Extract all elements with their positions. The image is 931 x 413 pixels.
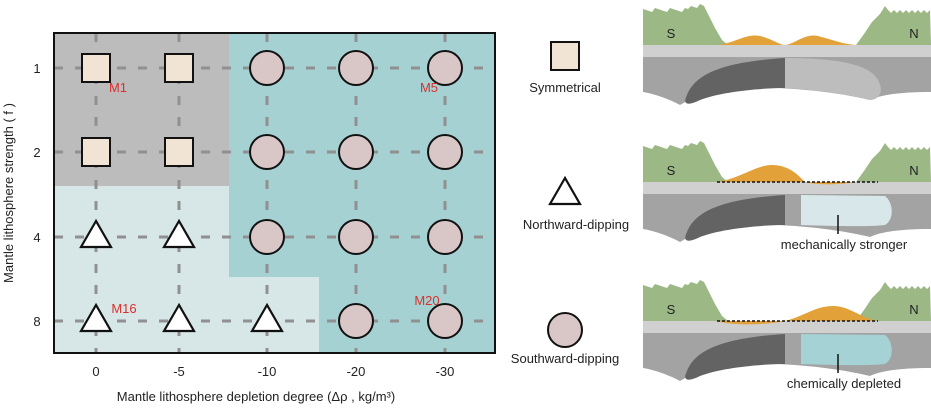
y-tick-label: 8 [33,314,40,329]
triangle-marker [162,302,196,333]
circle-marker [338,50,374,86]
north-label: N [909,26,918,41]
model-label: M20 [414,293,439,308]
cross-section-northward: mechanically stronger S N [643,141,931,252]
legend-label: Symmetrical [529,80,601,95]
circle-marker [338,303,374,339]
southern-mountain [643,4,728,45]
circle-marker [427,219,463,255]
model-label: M5 [420,80,438,95]
northern-mountain [856,282,931,321]
circle-marker [249,219,285,255]
southern-plate [685,58,785,104]
circle-marker [249,134,285,170]
circle-marker [249,50,285,86]
panel-annotation: chemically depleted [787,376,901,391]
north-label: N [909,163,918,178]
crust-layer [643,321,931,333]
panel-annotation: mechanically stronger [781,237,908,252]
triangle-marker [250,302,284,333]
circle-marker [427,134,463,170]
x-tick-label: -20 [347,364,366,379]
model-label: M1 [109,80,127,95]
cross-section-southward: chemically depleted S N [643,280,931,391]
y-tick-label: 4 [33,230,40,245]
y-axis-label: Mantle lithosphere strength ( f ) [1,103,16,283]
x-tick-label: -10 [258,364,277,379]
circle-marker [338,134,374,170]
crust-layer [643,45,931,57]
southern-plate [685,195,785,241]
square-marker [164,137,194,167]
legend-label: Northward-dipping [523,217,629,232]
legend-item: Southward-dipping [511,312,619,366]
southern-mountain [643,280,728,321]
triangle-marker [162,218,196,249]
chemically-depleted-block [801,334,892,366]
legend-item: Symmetrical [529,41,601,95]
x-tick-label: -5 [173,364,185,379]
sedimentary-basin [715,35,858,45]
south-label: S [667,163,676,178]
legend-triangle-icon [548,175,582,206]
model-label: M16 [111,301,136,316]
circle-marker [338,219,374,255]
x-axis-label: Mantle lithosphere depletion degree (Δρ … [117,389,395,404]
triangle-marker [79,302,113,333]
x-tick-labels: 0 -5 -10 -20 -30 [92,364,454,379]
south-label: S [667,26,676,41]
plot-frame [53,32,496,354]
northern-plate [785,58,881,100]
southern-mountain [643,141,728,182]
northern-mountain [856,143,931,182]
north-label: N [909,302,918,317]
symmetrical-region [54,33,229,186]
circle-marker [427,50,463,86]
northward-region [54,186,319,353]
x-tick-label: -30 [436,364,455,379]
square-marker [164,53,194,83]
legend-square-icon [550,41,580,71]
square-marker [81,53,111,83]
y-tick-label: 1 [33,61,40,76]
sedimentary-basin [716,165,855,185]
y-tick-label: 2 [33,145,40,160]
x-tick-label: 0 [92,364,99,379]
legend-item: Northward-dipping [523,175,629,232]
southern-plate [685,334,785,380]
circle-marker [427,303,463,339]
triangle-marker [79,218,113,249]
legend-circle-icon [547,312,583,348]
legend-label: Southward-dipping [511,351,619,366]
crust-layer [643,182,931,194]
mechanically-stronger-block [801,195,892,227]
northern-mountain [856,6,931,45]
y-tick-labels: 1 2 4 8 [33,61,40,329]
square-marker [81,137,111,167]
south-label: S [667,302,676,317]
legend: SymmetricalNorthward-dippingSouthward-di… [511,41,629,366]
sedimentary-basin [716,306,878,325]
